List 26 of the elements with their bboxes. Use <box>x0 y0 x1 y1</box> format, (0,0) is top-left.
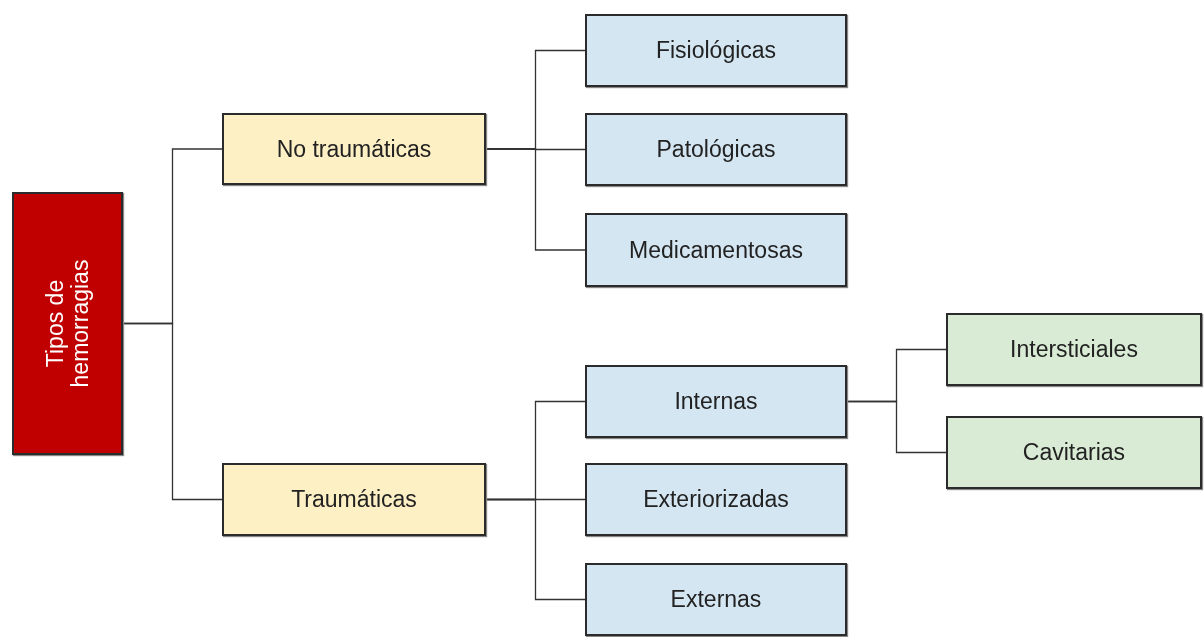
category-box <box>585 365 847 438</box>
node-label: Tipos de hemorragias <box>43 258 92 390</box>
root-box <box>12 192 123 455</box>
node-label: Medicamentosas <box>629 236 803 264</box>
node-label: Externas <box>670 586 762 613</box>
node-label: Traumáticas <box>291 486 417 513</box>
category-box <box>946 416 1202 489</box>
category-box <box>585 113 847 186</box>
node-label: Cavitarias <box>1022 439 1126 466</box>
category-box <box>585 463 847 536</box>
node-label: Patológicas <box>656 136 776 163</box>
node-label: Exteriorizadas <box>643 486 789 513</box>
node-label: No traumáticas <box>276 135 432 163</box>
connector-line <box>485 148 586 251</box>
connector-line <box>846 400 947 454</box>
category-box <box>585 563 847 636</box>
node-label: Internas <box>674 388 758 415</box>
connector-line <box>485 498 586 601</box>
category-box <box>222 463 486 536</box>
category-box <box>222 113 486 185</box>
node-label: Intersticiales <box>1010 336 1138 363</box>
category-box <box>585 14 847 87</box>
connector-line <box>122 322 223 501</box>
node-label: Fisiológicas <box>655 37 777 64</box>
category-box <box>585 213 847 287</box>
category-box <box>946 313 1202 386</box>
